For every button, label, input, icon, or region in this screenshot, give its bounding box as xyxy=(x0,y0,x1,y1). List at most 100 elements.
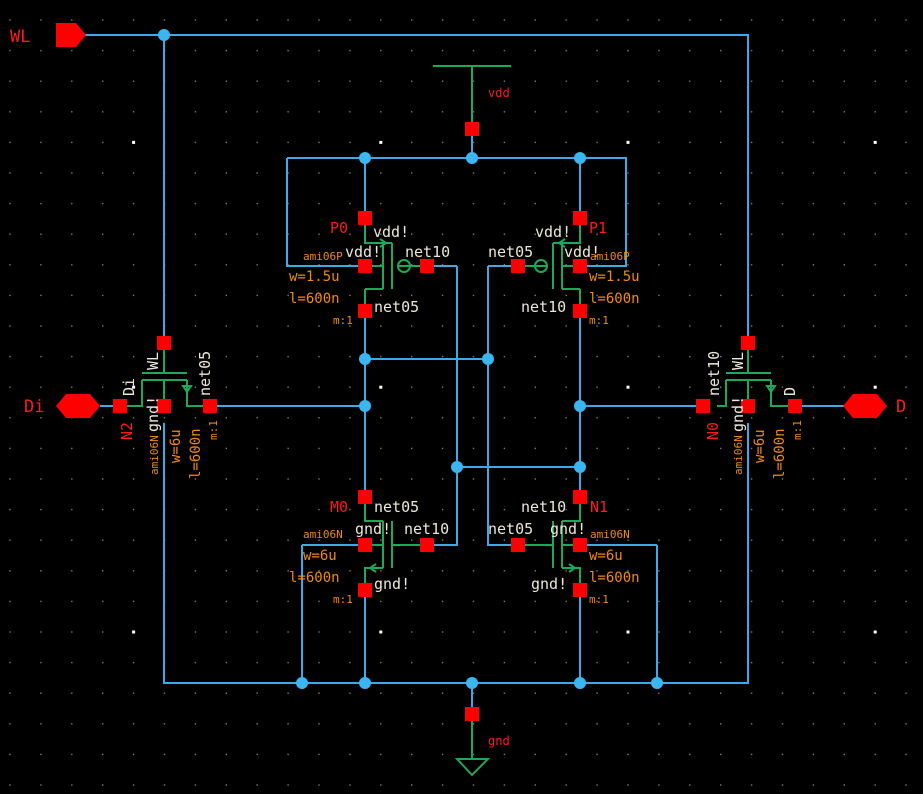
grid-dot xyxy=(194,19,197,21)
model-name: ami06N xyxy=(732,435,745,475)
pin-p1-gate xyxy=(511,259,525,273)
grid-dot xyxy=(689,386,691,388)
wire-wl[interactable] xyxy=(84,34,749,343)
grid-dot xyxy=(750,570,753,572)
grid-dot xyxy=(503,202,506,205)
grid-dot xyxy=(689,723,691,725)
param-length: l=600n xyxy=(772,428,788,479)
pin-n0-bulk xyxy=(741,399,755,413)
grid-dot xyxy=(905,19,907,21)
grid-dot xyxy=(627,539,629,541)
grid-dot xyxy=(9,753,11,756)
grid-dot xyxy=(658,294,660,297)
grid-dot xyxy=(503,478,506,480)
grid-dot xyxy=(71,294,73,297)
grid-dot xyxy=(596,447,598,450)
grid-dot xyxy=(441,478,444,480)
grid-dot xyxy=(71,508,73,511)
vdd-symbol[interactable]: vdd xyxy=(433,65,511,136)
grid-dot xyxy=(441,692,444,694)
grid-dot xyxy=(411,355,413,358)
grid-dot xyxy=(102,49,104,52)
grid-dot xyxy=(720,753,722,756)
grid-dot xyxy=(503,447,506,450)
grid-dot xyxy=(411,417,413,419)
grid-dot xyxy=(441,355,444,358)
grid-dot xyxy=(318,325,320,327)
junction-dot xyxy=(466,677,478,689)
transistor-n2[interactable]: WL gnd! Di net05 N2 ami06N w=6u l=600n m… xyxy=(113,336,220,479)
port-wl[interactable]: WL xyxy=(10,23,86,47)
transistor-n1[interactable]: N1 net10 gnd! net05 gnd! ami06N w=6u l=6… xyxy=(488,490,640,606)
grid-dot xyxy=(441,661,444,664)
grid-dot xyxy=(287,447,289,450)
grid-dot xyxy=(194,600,197,603)
pin-m0-bulk xyxy=(358,538,372,552)
grid-dot xyxy=(40,294,42,297)
grid-dot xyxy=(565,417,567,419)
grid-dot xyxy=(287,172,289,174)
net-label: vdd! xyxy=(564,243,600,261)
grid-dot xyxy=(720,631,722,633)
grid-dot xyxy=(9,417,11,419)
grid-dot xyxy=(287,508,289,511)
grid-dot xyxy=(534,600,536,603)
grid-dot xyxy=(905,784,907,786)
wire-vdd[interactable] xyxy=(286,130,627,267)
grid-dot xyxy=(349,141,351,144)
grid-dot xyxy=(380,508,382,511)
grid-dot xyxy=(9,233,11,235)
grid-dot xyxy=(874,723,876,725)
grid-dot xyxy=(132,172,135,174)
grid-dot xyxy=(287,631,289,633)
grid-dot xyxy=(132,784,135,786)
grid-dot xyxy=(905,478,907,480)
grid-dot xyxy=(750,508,753,511)
grid-dot xyxy=(102,111,104,113)
grid-dot xyxy=(349,386,351,388)
grid-dot xyxy=(658,508,660,511)
grid-dot xyxy=(102,753,104,756)
nmos-symbol-icon xyxy=(364,504,420,583)
grid-dot xyxy=(843,600,845,603)
grid-dot xyxy=(411,570,413,572)
grid-dot xyxy=(534,202,536,205)
grid-dot xyxy=(318,600,320,603)
grid-dot xyxy=(627,325,629,327)
grid-dot xyxy=(812,386,815,388)
grid-dot xyxy=(225,202,227,205)
grid-dot xyxy=(472,325,475,327)
grid-dot xyxy=(472,753,475,756)
grid-dot xyxy=(781,570,784,572)
grid-dot xyxy=(874,294,876,297)
grid-dot xyxy=(472,631,475,633)
grid-dot xyxy=(905,753,907,756)
wire-gnd[interactable] xyxy=(163,423,749,713)
grid-dot xyxy=(689,49,691,52)
grid-dot xyxy=(380,111,382,113)
grid-dot xyxy=(843,631,845,633)
port-di[interactable]: Di xyxy=(24,394,100,418)
grid-dot xyxy=(102,631,104,633)
grid-dot xyxy=(781,141,784,144)
grid-dot xyxy=(225,661,227,664)
port-d[interactable]: D xyxy=(843,394,906,418)
param-width: w=6u xyxy=(168,429,184,463)
transistor-m0[interactable]: M0 net05 gnd! net10 gnd! ami06N w=6u l=6… xyxy=(289,490,449,606)
grid-dot xyxy=(874,19,876,21)
transistor-p1[interactable]: P1 vdd! vdd! net05 net10 ami06P w=1.5u l… xyxy=(488,211,640,327)
grid-dot xyxy=(781,784,784,786)
grid-dot xyxy=(781,325,784,327)
transistor-p0[interactable]: P0 vdd! vdd! net10 net05 ami06P w=1.5u l… xyxy=(289,211,450,327)
grid-dot xyxy=(596,80,598,82)
transistor-n0[interactable]: WL gnd! net10 D N0 ami06N w=6u l=600n m:… xyxy=(696,336,804,479)
grid-dot xyxy=(596,417,598,419)
grid-dot xyxy=(380,784,382,786)
pin-n0-right xyxy=(788,399,802,413)
grid-dot xyxy=(441,80,444,82)
grid-dot xyxy=(534,631,536,633)
grid-dot xyxy=(225,417,227,419)
grid-dot xyxy=(689,417,691,419)
gnd-symbol[interactable]: gnd xyxy=(454,707,510,777)
